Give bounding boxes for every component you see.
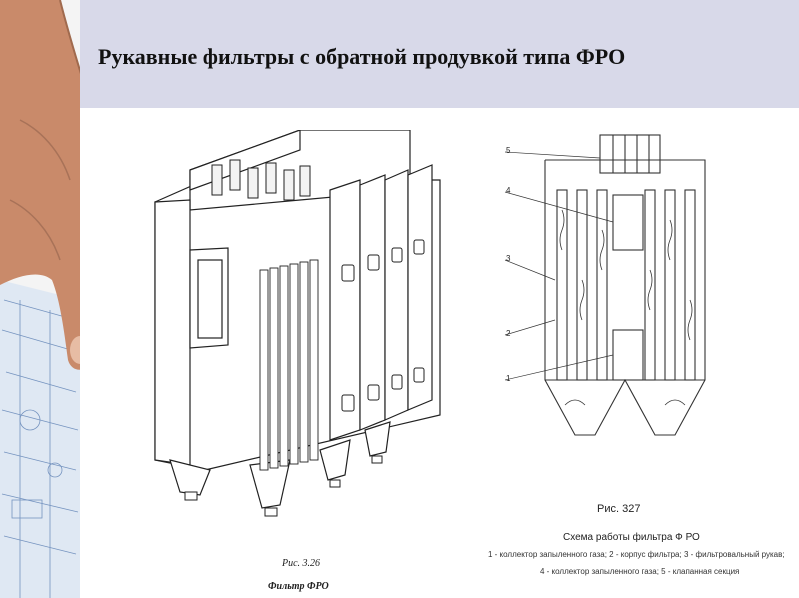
right-caption-name: Схема работы фильтра Ф РО	[563, 532, 700, 543]
scheme-label-3: 3	[506, 254, 511, 263]
scheme-label-4: 4	[506, 186, 511, 195]
page-title: Рукавные фильтры с обратной продувкой ти…	[98, 44, 626, 69]
right-caption-number: Рис. 327	[597, 503, 641, 515]
scheme-label-2: 2	[506, 329, 511, 338]
left-caption-number: Рис. 3.26	[282, 558, 321, 569]
title-banner	[80, 0, 799, 108]
right-legend-line-2: 4 - коллектор запыленного газа; 5 - клап…	[540, 567, 740, 576]
scheme-label-1: 1	[506, 374, 511, 383]
right-legend-line-1: 1 - коллектор запыленного газа; 2 - корп…	[488, 550, 785, 559]
fro-scheme-diagram	[504, 134, 706, 436]
scheme-label-5: 5	[506, 146, 511, 155]
fro-filter-drawing	[154, 130, 441, 517]
left-caption-name: Фильтр ФРО	[268, 581, 329, 592]
